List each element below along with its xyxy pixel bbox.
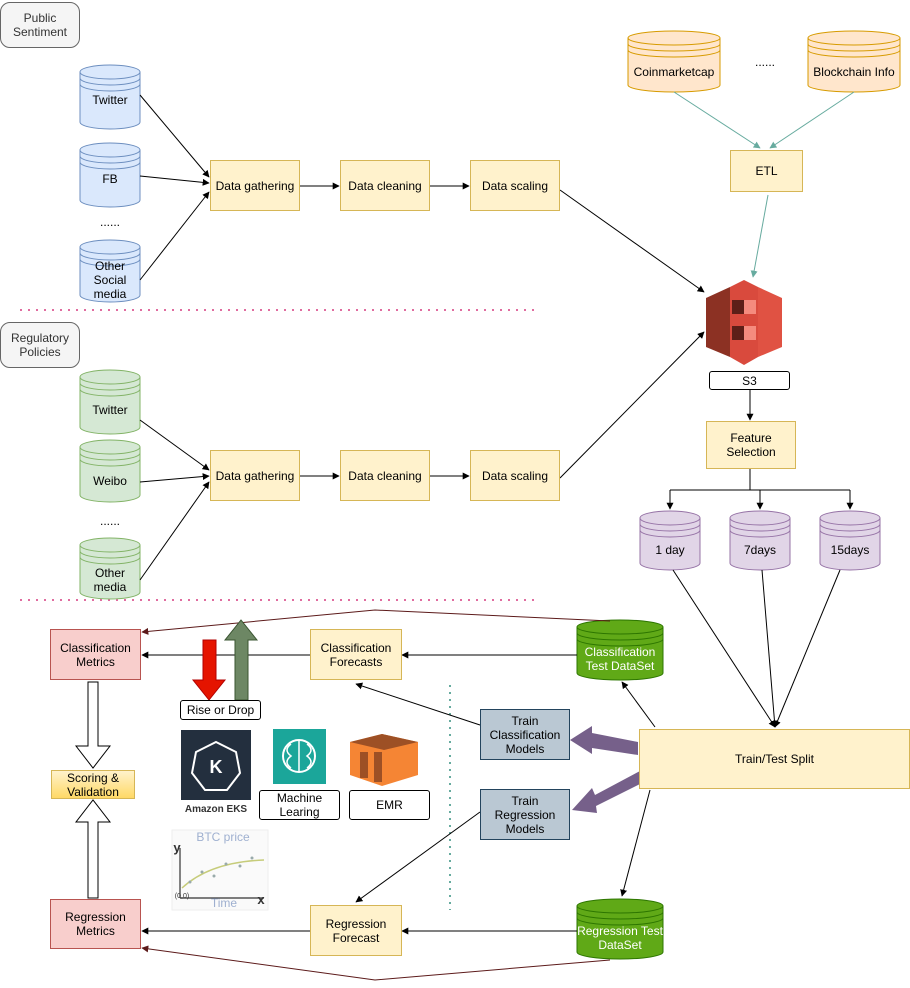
market-ellipsis: ...... bbox=[754, 55, 775, 69]
other-media-db bbox=[79, 537, 141, 600]
blockchain-info-label: Blockchain Info bbox=[813, 65, 895, 79]
window-7days-db bbox=[729, 510, 791, 571]
etl-box: ETL bbox=[730, 150, 803, 192]
other-social-media-db bbox=[79, 239, 141, 303]
feature-selection-box: Feature Selection bbox=[706, 421, 796, 469]
window-1day-label: 1 day bbox=[655, 543, 685, 557]
regulatory-data-cleaning: Data cleaning bbox=[340, 450, 430, 501]
classification-test-db bbox=[576, 619, 664, 681]
split-edges bbox=[141, 651, 656, 935]
fb-label: FB bbox=[102, 172, 118, 186]
regulatory-edges bbox=[139, 331, 705, 581]
public-sentiment-label: Public Sentiment bbox=[0, 2, 80, 48]
blockchain-info-db bbox=[807, 30, 901, 93]
sentiment-data-cleaning: Data cleaning bbox=[340, 160, 430, 211]
regulatory-data-gathering: Data gathering bbox=[210, 450, 300, 501]
machine-learning-label: Machine Learing bbox=[259, 790, 340, 820]
coinmarketcap-label: Coinmarketcap bbox=[633, 65, 715, 79]
rise-or-drop-label: Rise or Drop bbox=[180, 700, 261, 720]
s3-bucket-icon bbox=[706, 280, 782, 365]
classification-metrics-box: Classification Metrics bbox=[50, 629, 141, 680]
btc-x-label: x bbox=[257, 892, 265, 907]
rise-drop-arrows bbox=[191, 619, 259, 701]
emr-icon bbox=[350, 734, 418, 786]
sentiment-ellipsis: ...... bbox=[99, 215, 120, 229]
other-social-media-label: Other Social media bbox=[93, 259, 127, 301]
twitter-regulatory-label: Twitter bbox=[92, 403, 128, 417]
sentiment-data-gathering: Data gathering bbox=[210, 160, 300, 211]
sentiment-data-scaling: Data scaling bbox=[470, 160, 560, 211]
scoring-validation-box: Scoring & Validation bbox=[51, 770, 135, 799]
regression-test-dataset-label: Regression Test DataSet bbox=[577, 924, 663, 952]
btc-time-label: Time bbox=[210, 896, 238, 910]
regression-test-db bbox=[576, 898, 664, 960]
regulatory-policies-label: Regulatory Policies bbox=[0, 322, 80, 368]
amazon-eks-label: Amazon EKS bbox=[184, 804, 248, 815]
svg-text:K: K bbox=[210, 757, 223, 777]
window-1day-db bbox=[639, 510, 701, 571]
window-15days-db bbox=[819, 510, 881, 571]
window-7days-label: 7days bbox=[743, 543, 777, 557]
twitter-db-regulatory bbox=[79, 369, 141, 435]
btc-price-title: BTC price bbox=[196, 830, 250, 844]
classification-test-dataset-label: Classification Test DataSet bbox=[584, 645, 656, 673]
btc-origin-label: (0,0) bbox=[174, 893, 190, 900]
train-test-split-box: Train/Test Split bbox=[639, 729, 910, 789]
machine-learning-icon bbox=[273, 729, 326, 784]
market-edges bbox=[673, 91, 855, 278]
weibo-db bbox=[79, 439, 141, 503]
btc-price-chart-icon bbox=[171, 829, 269, 911]
amazon-eks-icon: K bbox=[181, 730, 251, 800]
twitter-db-sentiment bbox=[79, 64, 141, 130]
regulatory-data-scaling: Data scaling bbox=[470, 450, 560, 501]
other-media-label: Other media bbox=[93, 566, 127, 594]
window-15days-label: 15days bbox=[830, 543, 870, 557]
emr-label: EMR bbox=[349, 790, 430, 820]
feature-edges bbox=[666, 390, 854, 728]
regulatory-ellipsis: ...... bbox=[99, 514, 120, 528]
scoring-hollow-arrows bbox=[74, 681, 112, 899]
train-model-arrows bbox=[570, 726, 644, 813]
train-classification-models-box: Train Classification Models bbox=[480, 709, 570, 760]
btc-y-label: y bbox=[173, 840, 181, 855]
weibo-label: Weibo bbox=[93, 474, 127, 488]
fb-db bbox=[79, 142, 141, 208]
sentiment-edges bbox=[139, 94, 705, 293]
feedback-edges bbox=[141, 609, 611, 981]
train-regression-models-box: Train Regression Models bbox=[480, 789, 570, 840]
twitter-sentiment-label: Twitter bbox=[92, 93, 128, 107]
s3-label: S3 bbox=[709, 371, 790, 390]
regression-metrics-box: Regression Metrics bbox=[50, 899, 141, 949]
coinmarketcap-db bbox=[627, 30, 721, 93]
classification-forecasts-box: Classification Forecasts bbox=[310, 629, 402, 680]
regression-forecast-box: Regression Forecast bbox=[310, 905, 402, 956]
